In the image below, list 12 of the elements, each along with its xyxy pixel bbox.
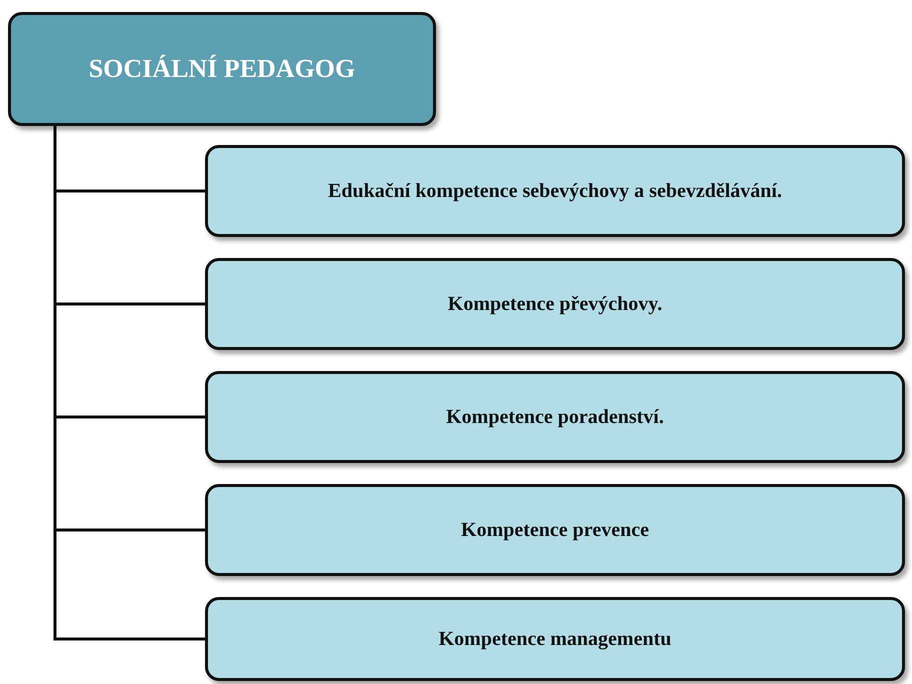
root-title: SOCIÁLNÍ PEDAGOG: [88, 54, 356, 84]
competence-label: Kompetence převýchovy.: [448, 292, 662, 316]
competence-label: Edukační kompetence sebevýchovy a sebevzdělávání.: [328, 180, 782, 202]
competence-box: [205, 597, 905, 681]
competence-box: [205, 145, 905, 237]
competence-box: [205, 258, 905, 350]
competence-label: Kompetence prevence: [461, 518, 649, 542]
competence-box: [205, 371, 905, 463]
competence-label: Kompetence poradenství.: [446, 406, 664, 428]
competence-label: Kompetence managementu: [438, 628, 672, 650]
root-box: [8, 12, 436, 126]
competence-box: [205, 484, 905, 576]
